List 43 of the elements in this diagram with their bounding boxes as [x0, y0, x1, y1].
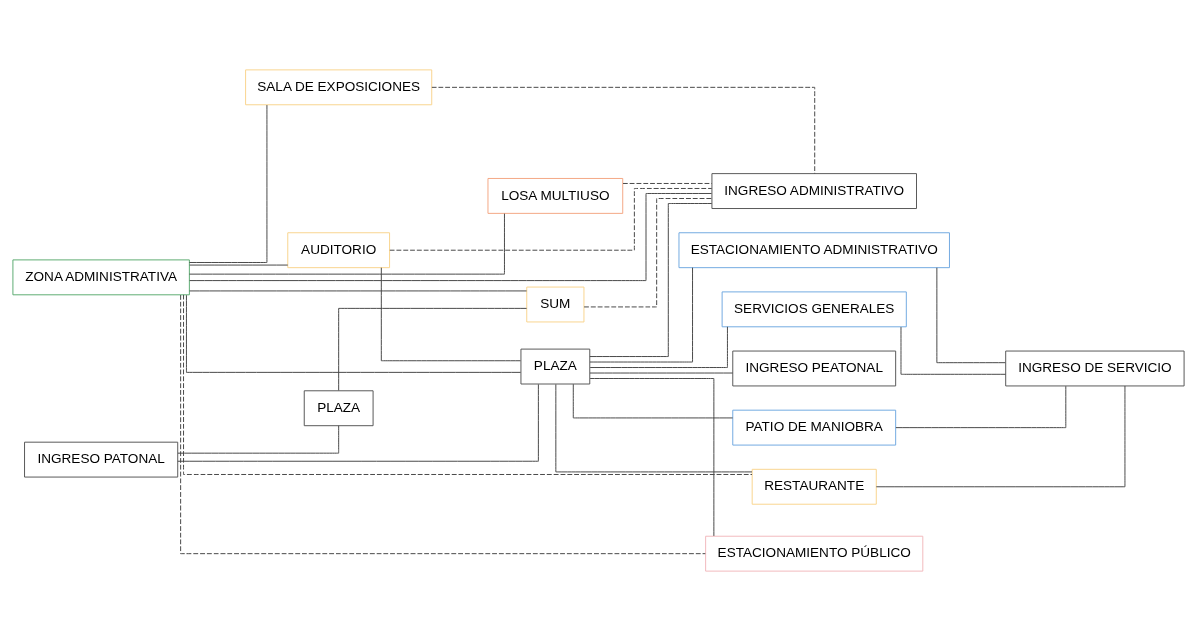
connector: [380, 267, 522, 362]
connector: [936, 267, 1006, 364]
connector: [431, 86, 816, 174]
connector: [589, 326, 728, 368]
connector: [389, 188, 713, 251]
connector: [189, 290, 528, 292]
connector: [177, 425, 340, 454]
node-box: AUDITORIO: [287, 232, 391, 269]
connector: [900, 326, 1007, 375]
node-box: RESTAURANTE: [751, 468, 877, 505]
connector: [180, 294, 706, 555]
node-box: SERVICIOS GENERALES: [721, 291, 907, 328]
connector: [589, 203, 713, 358]
connector: [583, 198, 713, 308]
connector: [622, 183, 713, 184]
connector: [183, 294, 753, 475]
connector: [188, 213, 505, 275]
connector: [895, 385, 1067, 429]
connector: [338, 307, 528, 391]
connector: [572, 383, 734, 419]
connector: [189, 264, 289, 266]
connector: [555, 383, 753, 473]
node-box: ESTACIONAMIENTO ADMINISTRATIVO: [678, 232, 950, 269]
connector: [589, 267, 694, 363]
connector: [177, 383, 539, 462]
node-box: SALA DE EXPOSICIONES: [245, 69, 433, 106]
node-box: ZONA ADMINISTRATIVA: [12, 259, 190, 296]
node-box: ESTACIONAMIENTO PÚBLICO: [705, 535, 924, 572]
node-box: SUM: [526, 286, 585, 323]
node-box: LOSA MULTIUSO: [487, 177, 624, 214]
node-box: INGRESO PATONAL: [24, 441, 179, 478]
connector: [875, 385, 1126, 488]
node-box: INGRESO ADMINISTRATIVO: [711, 173, 917, 209]
connector: [589, 372, 734, 374]
node-box: PATIO DE MANIOBRA: [732, 409, 897, 446]
node-box: INGRESO DE SERVICIO: [1005, 350, 1185, 387]
connector: [188, 104, 268, 263]
connector: [189, 193, 712, 282]
node-box: PLAZA: [303, 390, 374, 427]
connector: [589, 378, 715, 537]
node-box: PLAZA: [520, 348, 591, 385]
node-box: INGRESO PEATONAL: [732, 350, 897, 387]
connector: [185, 294, 522, 373]
